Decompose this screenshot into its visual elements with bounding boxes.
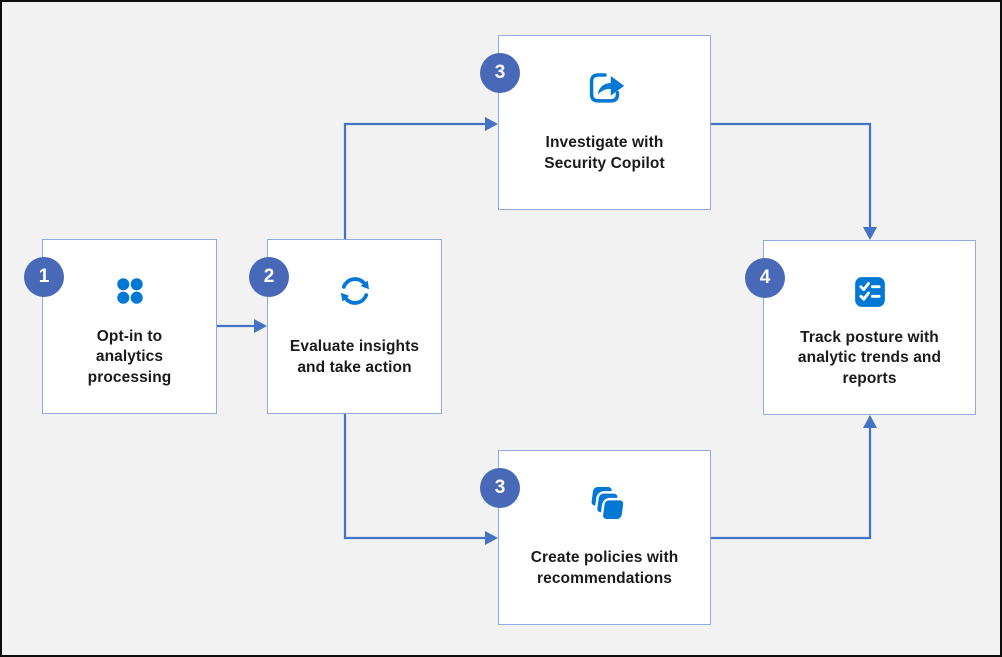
step-number-badge: 2 — [249, 257, 289, 297]
step-label: Track posture with analytic trends and r… — [797, 328, 942, 387]
dots-grid-icon — [43, 268, 216, 314]
sync-arrows-icon — [268, 268, 441, 314]
step-card-track-posture: 4 Track posture with analytic trends and… — [745, 240, 976, 415]
connector-arrowhead — [485, 531, 498, 545]
stacked-squares-icon — [499, 479, 710, 525]
checklist-icon — [764, 269, 975, 315]
connector-line — [343, 122, 486, 239]
share-arrow-icon — [499, 64, 710, 110]
step-card-evaluate: 2 Evaluate insights and take action — [249, 239, 442, 414]
step-number-badge: 3 — [480, 53, 520, 93]
step-card-opt-in: 1 Opt-in to analytics processing — [24, 239, 217, 414]
step-label: Evaluate insights and take action — [289, 338, 420, 376]
step-card-investigate: 3 Investigate with Security Copilot — [480, 35, 711, 210]
connector-line — [343, 414, 486, 540]
step-label: Opt-in to analytics processing — [87, 327, 172, 386]
step-label: Investigate with Security Copilot — [544, 134, 665, 172]
connector-arrowhead — [485, 117, 498, 131]
step-number-badge: 1 — [24, 257, 64, 297]
connector-line — [711, 427, 872, 540]
step-label: Create policies with recommendations — [530, 549, 679, 587]
step-number-badge: 3 — [480, 468, 520, 508]
step-card-create-policies: 3 Create policies with recommendations — [480, 450, 711, 625]
connector-arrowhead — [863, 227, 877, 240]
step-number-badge: 4 — [745, 258, 785, 298]
connector-line — [711, 122, 872, 228]
connector-arrowhead — [254, 319, 267, 333]
connector-arrowhead — [863, 415, 877, 428]
